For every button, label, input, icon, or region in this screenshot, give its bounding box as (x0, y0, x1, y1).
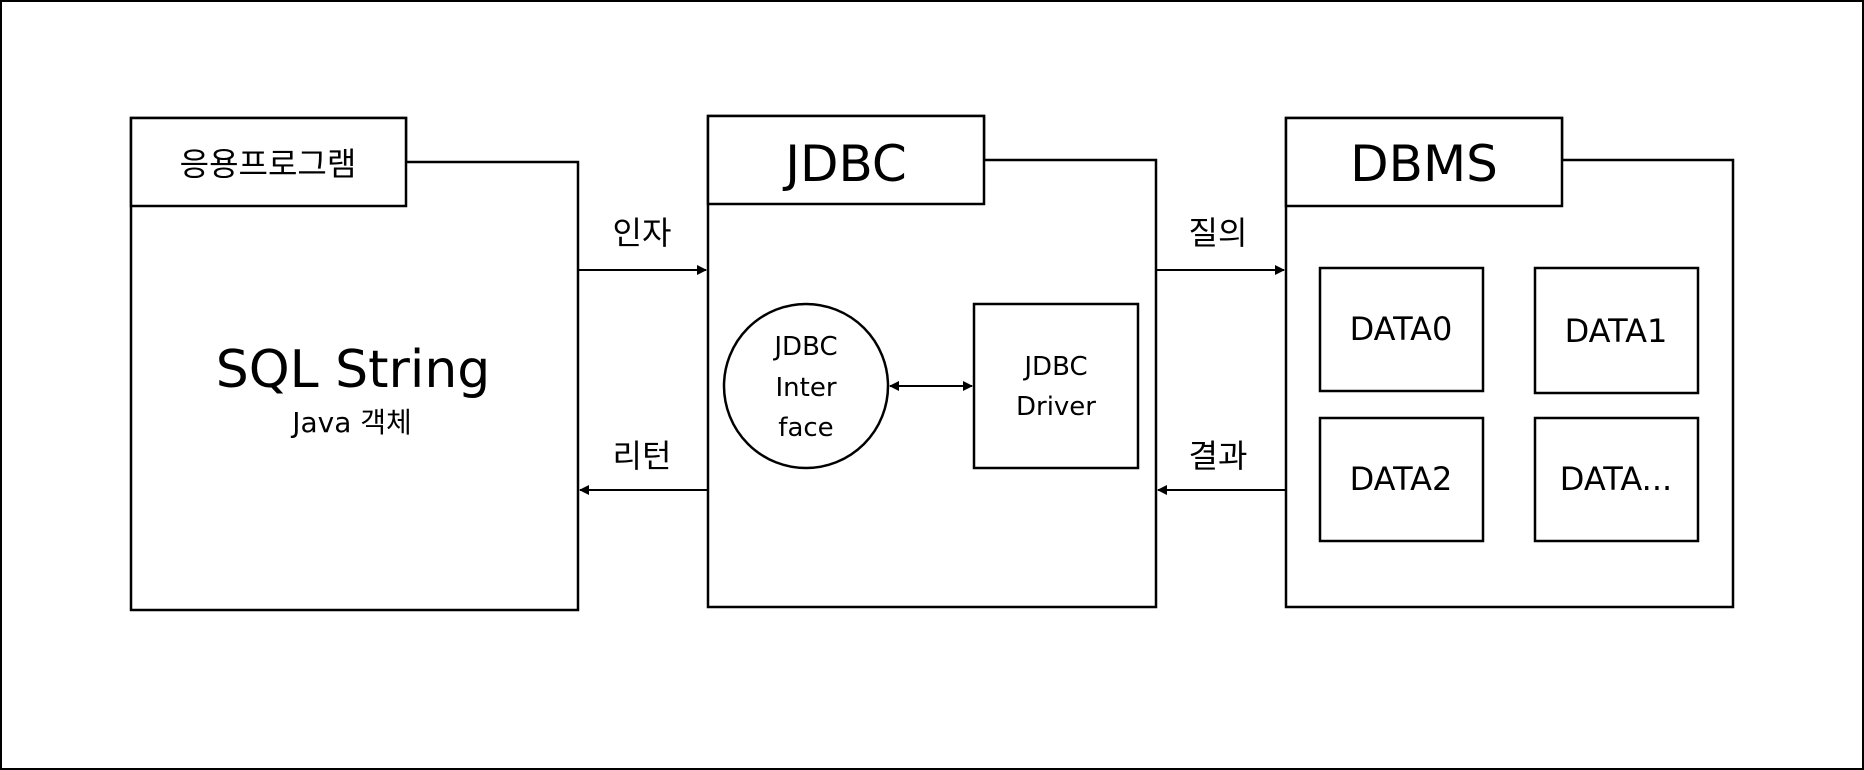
data-box-2-label: DATA2 (1350, 460, 1453, 498)
dbms-label: DBMS (1350, 135, 1498, 193)
data-box-0 (1318, 266, 1485, 393)
jdbc-interface-line-2: Inter (775, 373, 836, 403)
sql-string-text: SQL String (216, 340, 491, 400)
query-label: 질의 (1189, 214, 1248, 252)
java-object-text: Java 객체 (290, 406, 412, 439)
application-tab (129, 116, 408, 208)
result-label: 결과 (1189, 437, 1248, 475)
data-box-0-label: DATA0 (1350, 310, 1453, 348)
jdbc-driver-line-1: JDBC (1022, 352, 1087, 382)
data-box-1-label: DATA1 (1565, 312, 1668, 350)
argument-label: 인자 (613, 214, 672, 252)
jdbc-label: JDBC (782, 135, 907, 193)
jdbc-block: JDBC JDBC Inter face JDBC Driver (706, 114, 1158, 609)
jdbc-interface-line-3: face (778, 413, 833, 443)
data-box-1 (1533, 266, 1700, 395)
data-box-2 (1318, 416, 1485, 543)
jdbc-interface-line-1: JDBC (772, 332, 837, 362)
jdbc-driver-box (972, 302, 1140, 470)
data-box-3 (1533, 416, 1700, 543)
jdbc-tab (706, 114, 986, 206)
dbms-tab (1284, 116, 1564, 208)
app-jdbc-edges: 인자 리턴 (578, 214, 708, 495)
jdbc-driver-line-2: Driver (1016, 392, 1096, 422)
dbms-block: DBMS DATA0 DATA1 DATA2 DATA... (1284, 116, 1735, 609)
data-box-3-label: DATA... (1560, 460, 1672, 498)
application-label: 응용프로그램 (180, 145, 357, 183)
jdbc-interface-circle (722, 302, 890, 470)
return-label: 리턴 (613, 437, 672, 475)
application-block: 응용프로그램 SQL String Java 객체 (129, 116, 580, 612)
jdbc-dbms-edges: 질의 결과 (1156, 214, 1286, 495)
